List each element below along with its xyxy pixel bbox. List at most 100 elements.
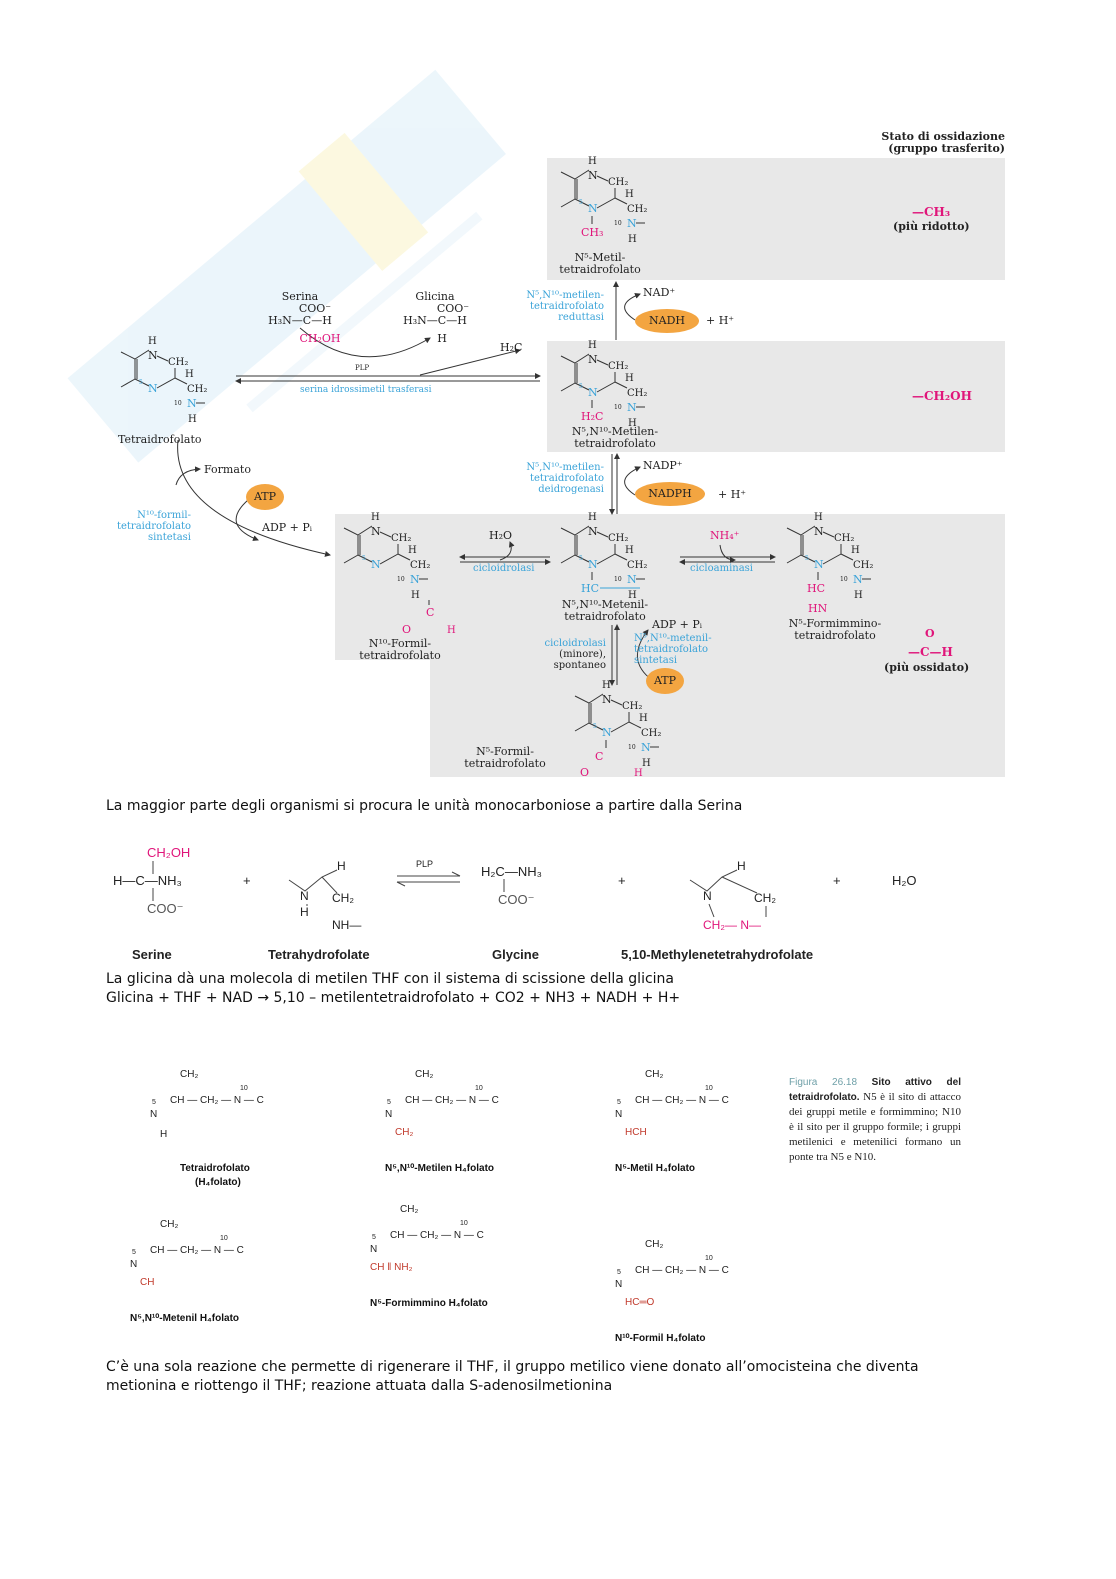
- locant-10: 10: [705, 1255, 713, 1262]
- atom-n5: N: [148, 382, 158, 395]
- figure-label: N⁵-Metil H₄folato: [615, 1163, 696, 1174]
- cyclohydrolase-enzyme: cicloidrolasi: [473, 563, 535, 574]
- ox-cho: —C—H: [908, 645, 953, 659]
- paragraph-glycine-equation: Glicina + THF + NAD → 5,10 – metilentetr…: [106, 990, 681, 1006]
- bond: [614, 381, 628, 389]
- frag-ch2: CH₂: [645, 1239, 664, 1250]
- name-line: N⁵,N¹⁰-Metilen-: [571, 425, 659, 438]
- locant-5: 5: [617, 1269, 621, 1276]
- formate-label: Formato: [204, 463, 251, 476]
- bond: [156, 355, 169, 362]
- formimino-thf-name: N⁵-Formimmino-tetraidrofolato: [775, 618, 895, 642]
- atom-h: H: [588, 156, 597, 167]
- locant-10: 10: [460, 1220, 468, 1227]
- ox-header-line2: (gruppo trasferito): [888, 142, 1005, 155]
- glycine-coo: COO⁻: [436, 302, 470, 315]
- atom-n5: N: [602, 726, 612, 739]
- bond: [397, 553, 411, 561]
- frag-n5: N: [615, 1279, 623, 1290]
- name-line: tetraidrofolato: [564, 610, 646, 623]
- cyclohydrolase-minor: cicloidrolasi(minore),spontaneo: [520, 638, 606, 671]
- serine-name: Serina: [281, 290, 319, 303]
- substituent: CH₃: [581, 226, 603, 239]
- bond: [840, 553, 854, 561]
- atom-n5: N: [588, 386, 598, 399]
- enzyme-line: (minore),: [559, 649, 606, 660]
- ox-state-header: Stato di ossidazione (gruppo trasferito): [820, 131, 1005, 155]
- panel-methyl: [547, 158, 1005, 280]
- atom-h: H: [371, 512, 380, 523]
- glycine-core: H₃N—C—H: [403, 314, 467, 327]
- name-line: tetraidrofolato: [359, 649, 441, 662]
- name-line: N⁵,N¹⁰-Metenil-: [561, 598, 649, 611]
- bond: [343, 527, 359, 564]
- name-line: tetraidrofolato: [559, 263, 641, 276]
- atom-ch2: CH₂: [168, 357, 188, 368]
- locant-10: 10: [397, 576, 405, 583]
- substituent: H₂C: [581, 410, 603, 423]
- atom-h: H: [588, 340, 597, 351]
- frag-substituent: CH: [140, 1277, 155, 1288]
- bond: [379, 531, 392, 538]
- bond: [588, 722, 604, 731]
- ox-ch2oh: —CH₂OH: [912, 389, 972, 403]
- locant-10: 10: [220, 1235, 228, 1242]
- arrow-nadph: [624, 466, 641, 496]
- atom-n: N: [371, 525, 381, 538]
- atom-h: H: [588, 512, 597, 523]
- atom-ch2: CH₂: [410, 560, 430, 571]
- nadph-oval: NADPH: [635, 482, 705, 506]
- panel-formyl5: [430, 660, 1005, 777]
- atom-n: N: [148, 349, 158, 362]
- substituent: HC: [807, 582, 825, 595]
- bond: [574, 353, 590, 364]
- frag-chain: CH — CH₂ — N — C: [405, 1095, 499, 1106]
- substituent: C: [595, 750, 603, 763]
- bond: [574, 695, 590, 732]
- locant-5: 5: [152, 1099, 156, 1106]
- atom-ch2: CH₂: [834, 533, 854, 544]
- frag-n5: N: [370, 1244, 378, 1255]
- atom-n10: N: [853, 573, 863, 586]
- bond: [596, 359, 609, 366]
- atom-ch2: CH₂: [627, 204, 647, 215]
- arrow-h2c: [419, 348, 521, 376]
- atom-h: H: [408, 545, 417, 556]
- bond: [574, 198, 590, 207]
- locant-10: 10: [840, 576, 848, 583]
- atom-h: H: [602, 680, 611, 691]
- locant-5: 5: [372, 1234, 376, 1241]
- enzyme-line: N⁵,N¹⁰-metilen-: [526, 290, 604, 301]
- frag-chain: CH — CH₂ — N — C: [635, 1095, 729, 1106]
- frag-chain: CH — CH₂ — N — C: [150, 1245, 244, 1256]
- frag-chain: CH — CH₂ — N — C: [390, 1230, 484, 1241]
- figure-caption: Figura 26.18 Sito attivo del tetraidrofo…: [789, 1075, 961, 1165]
- atom-h: H: [625, 545, 634, 556]
- ox-ch3: —CH₃: [912, 205, 951, 219]
- formyl-h: H: [634, 768, 643, 779]
- adp-pi-label: ADP + Pᵢ: [262, 521, 312, 534]
- name-line: tetraidrofolato: [464, 757, 546, 770]
- frag-substituent: CH ‖ NH₂: [370, 1262, 413, 1273]
- enzyme-line: tetraidrofolato: [529, 473, 604, 484]
- atom-h: H: [639, 713, 648, 724]
- atom-n10: N: [627, 217, 637, 230]
- atom-ch2: CH₂: [627, 560, 647, 571]
- bond: [628, 721, 642, 729]
- enzyme-line: sintetasi: [634, 655, 678, 666]
- glycine-block: Glicina COO⁻ H₃N—C—H H: [385, 291, 485, 345]
- frag-chain: CH — CH₂ — N — C: [635, 1265, 729, 1276]
- atom-n10: N: [187, 397, 197, 410]
- bond: [134, 378, 150, 387]
- paragraph-glycine: La glicina dà una molecola di metilen TH…: [106, 971, 674, 987]
- substituent: HC: [581, 582, 599, 595]
- enzyme-line: N⁵,N¹⁰-metilen-: [526, 462, 604, 473]
- atp-oval: ATP: [246, 484, 284, 510]
- locant-5: 5: [139, 379, 143, 386]
